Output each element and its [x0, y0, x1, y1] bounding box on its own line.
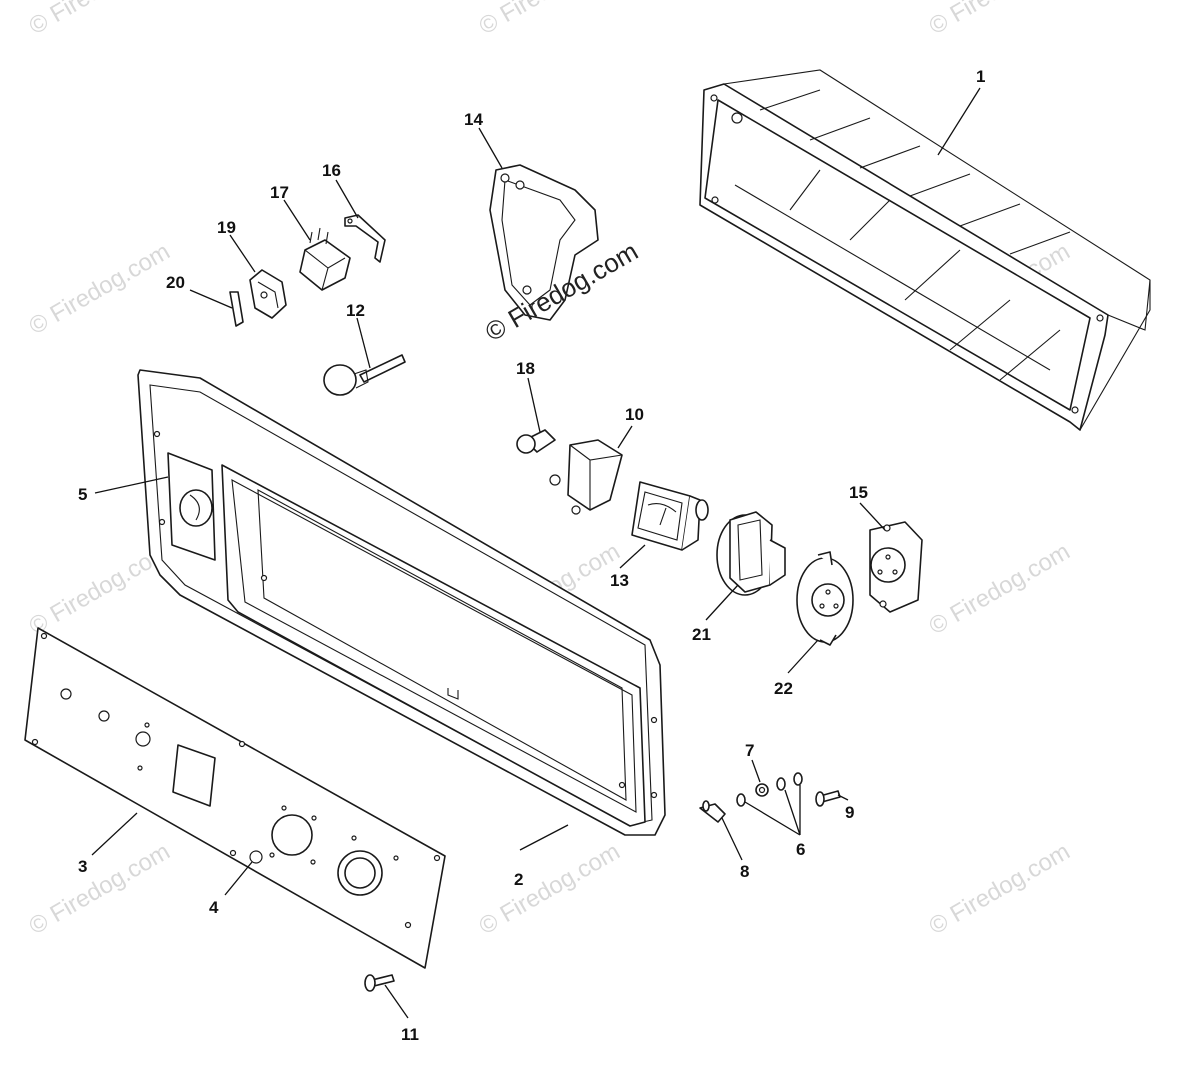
watermark: © Firedog.com: [925, 838, 1075, 940]
part-17-switch: [299, 227, 351, 291]
part-12-knob: [323, 354, 406, 396]
watermark: © Firedog.com: [475, 838, 625, 940]
watermark: © Firedog.com: [25, 838, 175, 940]
watermark: © Firedog.com: [925, 0, 1075, 40]
callout-10: 10: [625, 405, 644, 424]
part-hardware: [699, 772, 841, 823]
watermark: © Firedog.com: [25, 0, 175, 40]
callout-13: 13: [610, 571, 629, 590]
watermark: © Firedog.com: [25, 238, 175, 340]
callout-19: 19: [217, 218, 236, 237]
part-20-clip: [229, 291, 244, 327]
callout-15: 15: [849, 483, 868, 502]
callout-20: 20: [166, 273, 185, 292]
callout-6: 6: [796, 840, 805, 859]
watermark: © Firedog.com: [475, 0, 625, 40]
part-10-breaker: [549, 439, 623, 515]
callout-2: 2: [514, 870, 523, 889]
part-4-plug: [249, 850, 263, 864]
callout-1: 1: [976, 67, 985, 86]
part-13-meter: [631, 481, 709, 551]
callout-labels: 1 2 3 4 5 6 7 8 9 10 11 12 13 14 15 16 1…: [78, 67, 985, 1044]
part-14-cover: [489, 164, 599, 321]
callout-3: 3: [78, 857, 87, 876]
part-11-screw: [364, 974, 395, 992]
part-2-front-panel: [137, 369, 666, 836]
callout-9: 9: [845, 803, 854, 822]
callout-17: 17: [270, 183, 289, 202]
callout-5: 5: [78, 485, 87, 504]
callout-4: 4: [209, 898, 219, 917]
watermark: © Firedog.com: [925, 538, 1075, 640]
part-22-receptacle-plate: [796, 551, 854, 646]
part-15-receptacle: [869, 521, 923, 613]
part-1-control-box-housing: [699, 69, 1151, 431]
callout-11: 11: [401, 1025, 419, 1044]
part-18-lamp: [516, 429, 556, 454]
leader-lines: [91, 87, 981, 1019]
callout-21: 21: [692, 625, 711, 644]
part-3-faceplate: [24, 627, 446, 969]
callout-7: 7: [745, 741, 754, 760]
callout-14: 14: [464, 110, 483, 129]
callout-16: 16: [322, 161, 341, 180]
callout-22: 22: [774, 679, 793, 698]
part-21-receptacle: [716, 511, 786, 596]
part-16-bracket: [344, 214, 386, 263]
callout-18: 18: [516, 359, 535, 378]
callout-8: 8: [740, 862, 749, 881]
part-19-switch: [249, 269, 287, 319]
callout-12: 12: [346, 301, 365, 320]
